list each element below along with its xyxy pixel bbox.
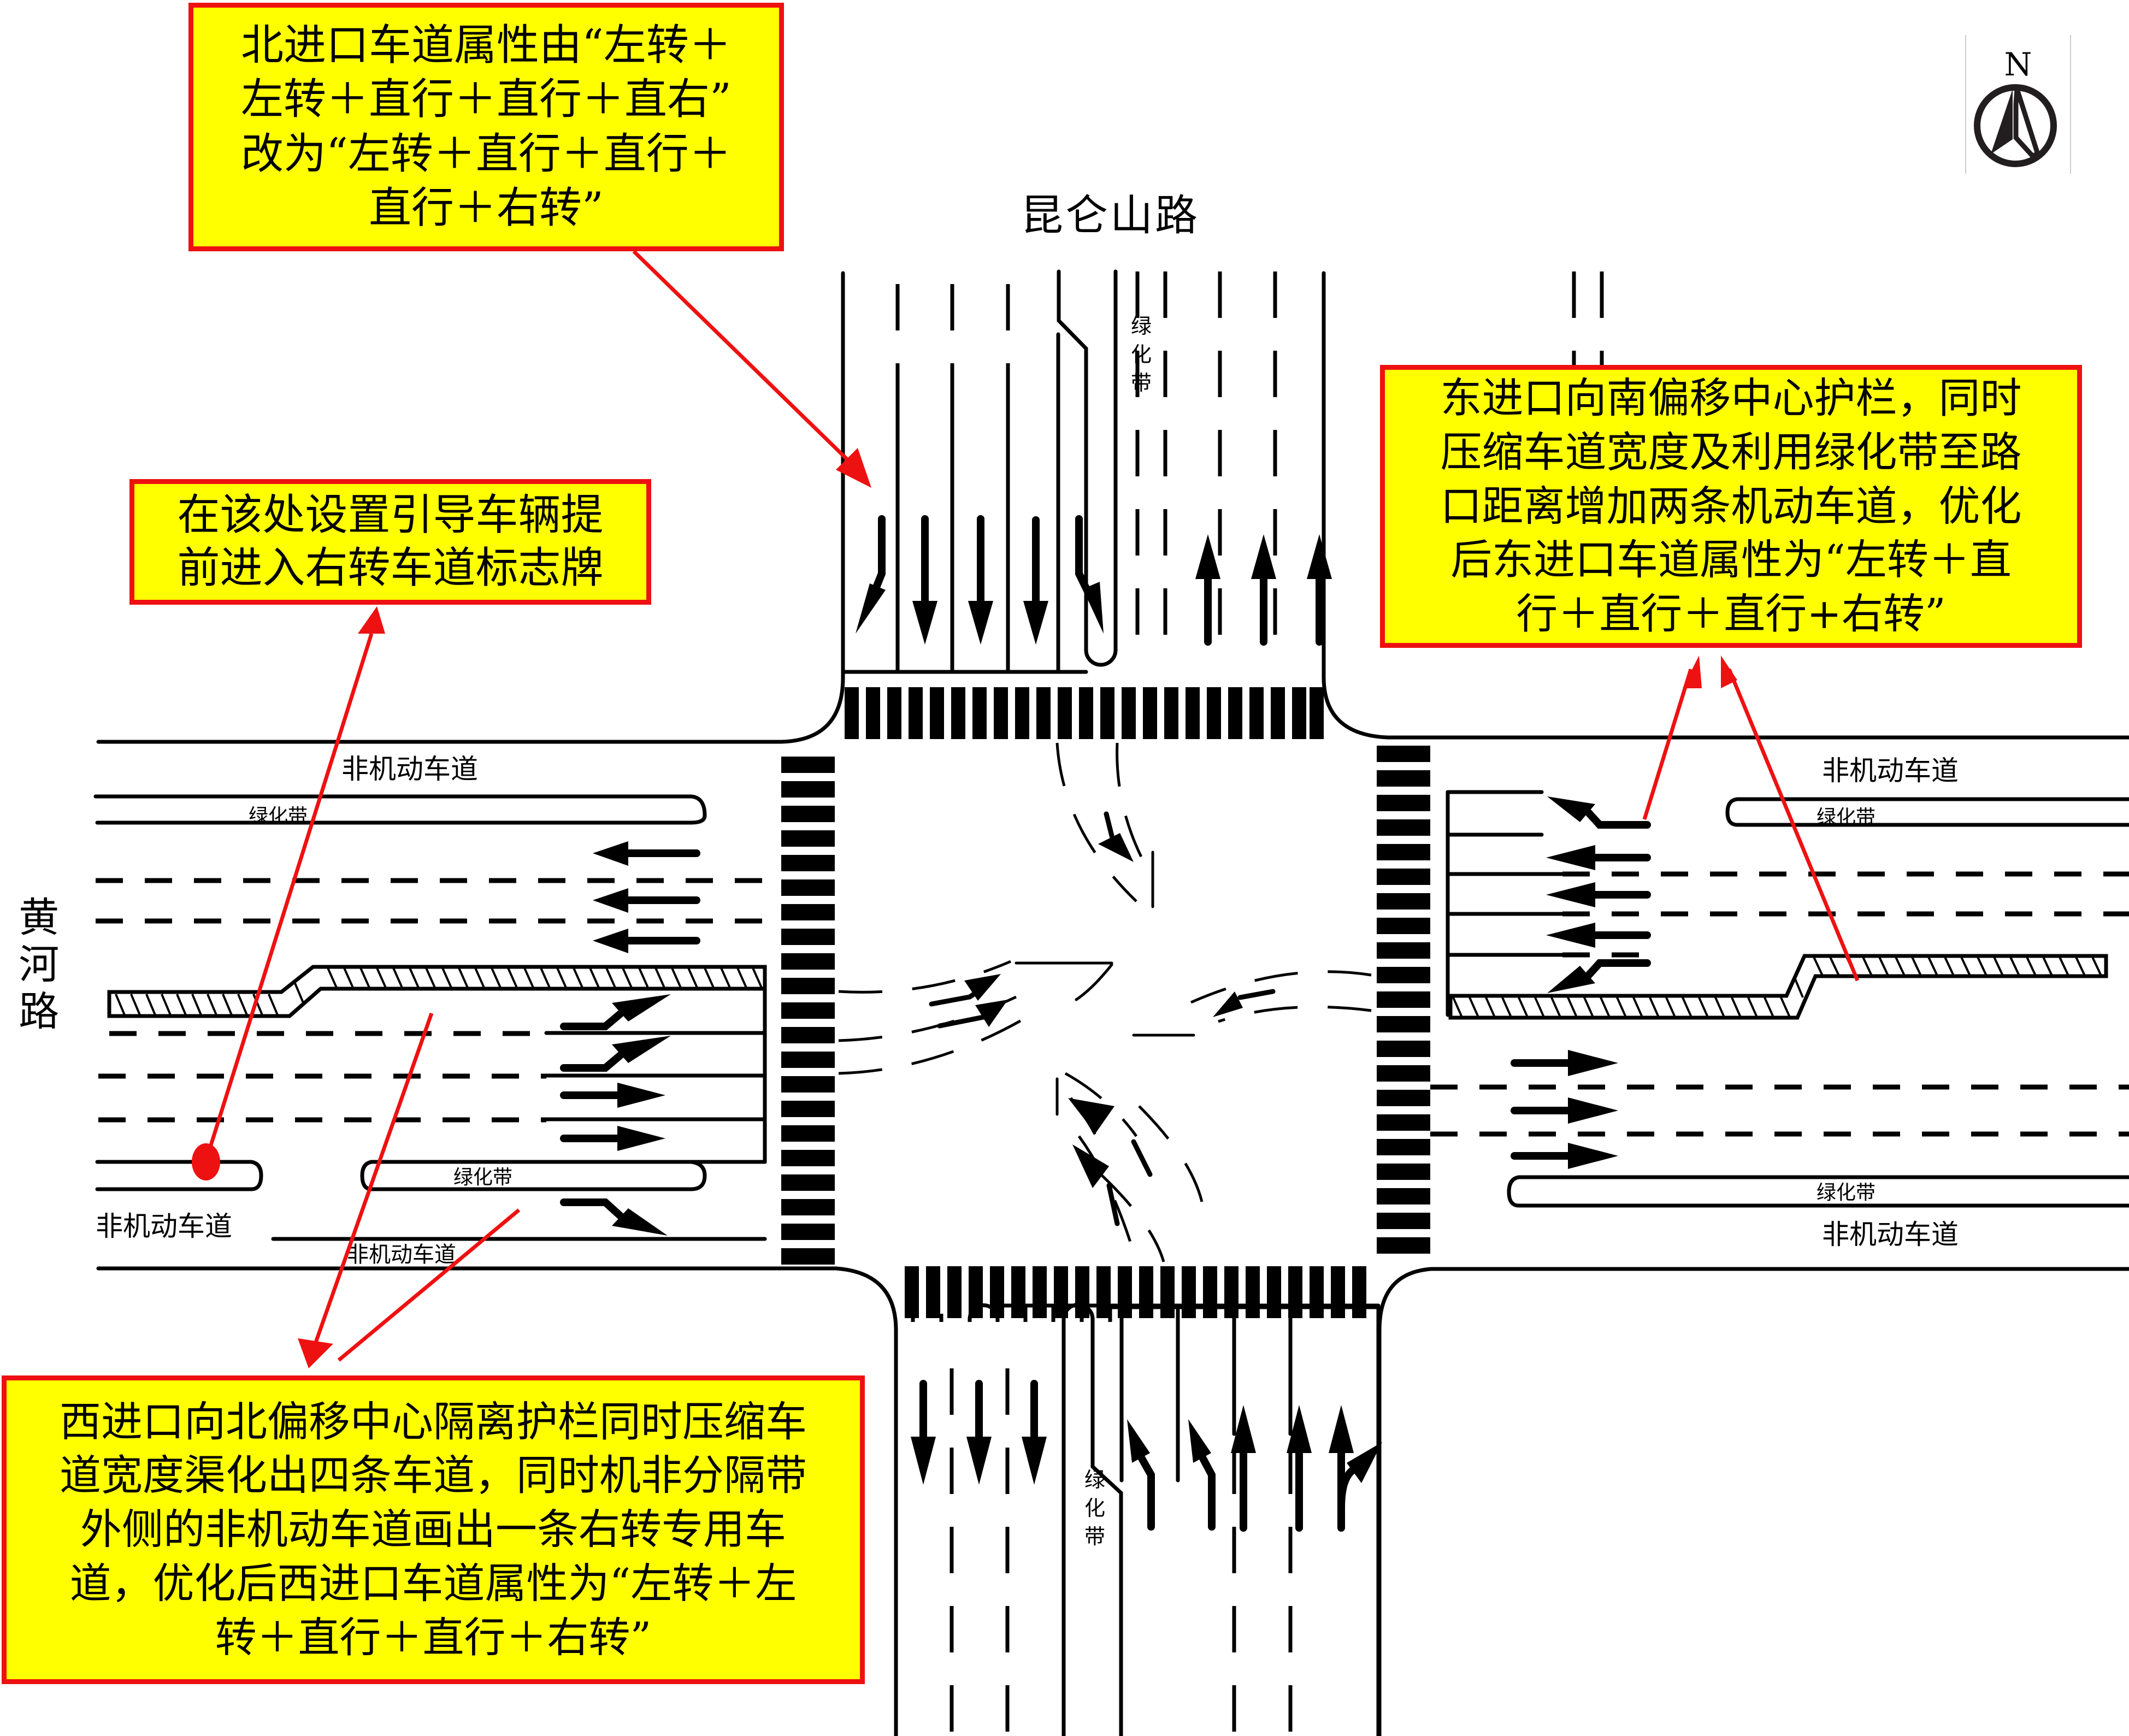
callout-east-line: 口距离增加两条机动车道，优化 bbox=[1440, 481, 2022, 530]
north-arrow-icon bbox=[1974, 84, 2057, 167]
callout-west-line: 西进口向北偏移中心隔离护栏同时压缩车 bbox=[60, 1397, 807, 1446]
road-label-kunlunshan: 昆仑山路 bbox=[1021, 191, 1200, 240]
east-non-motor-lane-label-south: 非机动车道 bbox=[1822, 1219, 1959, 1250]
road-label-huanghe-text: 黄河路 bbox=[11, 896, 59, 1037]
left-turn-arrow-icon bbox=[1199, 1455, 1216, 1531]
callout-north-line: 改为“左转＋直行＋直行＋ bbox=[241, 129, 732, 179]
callout-west-line: 道宽度渠化出四条车道，同时机非分隔带 bbox=[60, 1451, 807, 1500]
west-non-motor-lane-label-north: 非机动车道 bbox=[341, 753, 478, 785]
callout-east-line: 行＋直行＋直行+右转” bbox=[1516, 589, 1946, 639]
turning-guide-lines bbox=[838, 742, 1372, 1262]
east-exit-arrows bbox=[1511, 1050, 1618, 1169]
north-exit-arrows bbox=[1195, 534, 1332, 646]
callout-west-line: 外侧的非机动车道画出一条右转专用车 bbox=[80, 1505, 786, 1554]
west-non-motor-lane-label-inner: 非机动车道 bbox=[347, 1242, 456, 1267]
west-green-belt-label-north: 绿化带 bbox=[249, 805, 308, 828]
callout-north-line: 左转＋直行＋直行＋直右” bbox=[241, 75, 732, 125]
callout-west: 西进口向北偏移中心隔离护栏同时压缩车 道宽度渠化出四条车道，同时机非分隔带 外侧… bbox=[2, 1375, 865, 1684]
right-turn-arrow-icon bbox=[1585, 809, 1651, 829]
south-green-belt-label-b: 化 bbox=[1084, 1496, 1105, 1520]
east-non-motor-lane-label-north: 非机动车道 bbox=[1822, 755, 1959, 787]
right-turn-arrow-icon bbox=[1075, 515, 1092, 597]
south-lane-arrows bbox=[1127, 1405, 1382, 1532]
callout-west-sign: 在该处设置引导车辆提 前进入右转车道标志牌 bbox=[129, 479, 651, 605]
compass-n-label: N bbox=[2004, 46, 2032, 83]
south-green-belt-label-c: 带 bbox=[1084, 1525, 1105, 1549]
west-lane-arrows bbox=[560, 994, 671, 1236]
south-green-belt-label-a: 绿 bbox=[1084, 1468, 1105, 1492]
east-approach: 非机动车道 绿化带 绿化带 非机动车道 bbox=[1430, 755, 2129, 1250]
leader-lines bbox=[192, 250, 1860, 1368]
east-green-belt-label-north: 绿化带 bbox=[1817, 806, 1876, 829]
callout-west-sign-line: 前进入右转车道标志牌 bbox=[177, 544, 604, 593]
left-turn-arrow-icon bbox=[1585, 959, 1651, 979]
east-green-belt-label-south: 绿化带 bbox=[1817, 1182, 1876, 1204]
callout-east-line: 东进口向南偏移中心护栏，同时 bbox=[1440, 374, 2022, 423]
north-lane-arrows bbox=[856, 515, 1104, 645]
crosswalk-south bbox=[905, 1266, 1366, 1318]
callout-north-line: 北进口车道属性由“左转＋ bbox=[241, 21, 732, 70]
north-green-belt-label-1: 绿 bbox=[1131, 314, 1152, 338]
west-approach: 非机动车道 绿化带 绿化带 非机动车道 非机动车道 bbox=[93, 753, 767, 1267]
callout-north: 北进口车道属性由“左转＋ 左转＋直行＋直行＋直右” 改为“左转＋直行＋直行＋ 直… bbox=[188, 3, 784, 251]
crosswalk-north bbox=[845, 687, 1324, 739]
sign-location-marker bbox=[192, 1143, 220, 1180]
left-turn-arrow-icon bbox=[560, 1008, 627, 1030]
north-approach-markings: 绿 化 带 bbox=[839, 268, 1330, 680]
callout-east-line: 压缩车道宽度及利用绿化带至路 bbox=[1440, 427, 2022, 476]
left-turn-arrow-icon bbox=[1138, 1455, 1155, 1531]
compass: N bbox=[1965, 35, 2071, 174]
south-approach-markings: 绿 化 带 bbox=[894, 1303, 1381, 1736]
east-lane-arrows bbox=[1546, 796, 1651, 993]
west-non-motor-lane-label-south: 非机动车道 bbox=[96, 1211, 232, 1242]
south-exit-arrows bbox=[911, 1380, 1047, 1485]
west-exit-arrows bbox=[593, 841, 700, 953]
left-turn-arrow-icon bbox=[560, 1049, 627, 1072]
callout-east-line: 后东进口车道属性为“左转＋直 bbox=[1450, 535, 2012, 584]
north-green-belt-label-3: 带 bbox=[1131, 371, 1152, 395]
callout-north-line: 直行＋右转” bbox=[369, 183, 604, 233]
callout-west-sign-line: 在该处设置引导车辆提 bbox=[177, 490, 604, 540]
crosswalks bbox=[781, 687, 1430, 1318]
callout-east: 东进口向南偏移中心护栏，同时 压缩车道宽度及利用绿化带至路 口距离增加两条机动车… bbox=[1380, 365, 2082, 648]
crosswalk-west bbox=[781, 757, 835, 1265]
west-green-belt-label-south: 绿化带 bbox=[453, 1166, 512, 1189]
callout-west-line: 转＋直行＋直行＋右转” bbox=[215, 1613, 652, 1662]
right-turn-arrow-icon bbox=[560, 1198, 627, 1222]
crosswalk-east bbox=[1377, 746, 1430, 1254]
callout-west-line: 道，优化后西进口车道属性为“左转＋左 bbox=[69, 1558, 797, 1608]
north-green-belt-label-2: 化 bbox=[1131, 343, 1152, 367]
road-label-huanghe: 黄河路 bbox=[11, 896, 59, 1037]
